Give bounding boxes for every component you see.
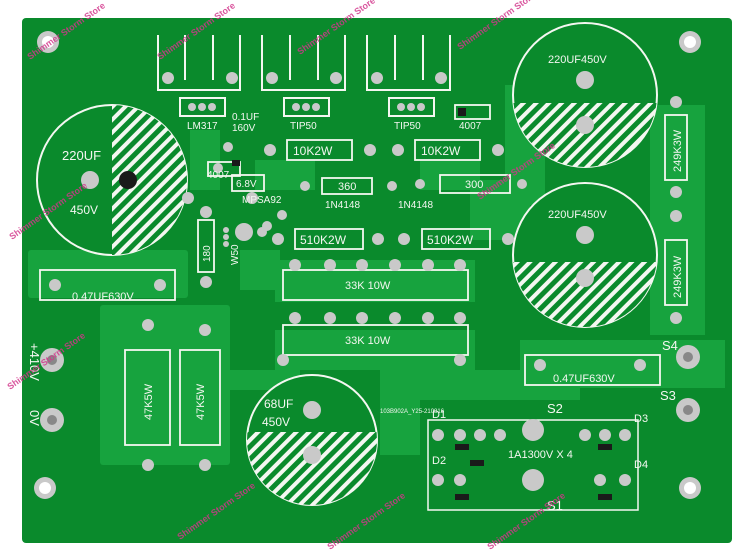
label-0v: 0V	[27, 410, 42, 426]
label-pcb-code: 103B902A_Y25-210816	[380, 409, 445, 415]
label-res-180: 180	[202, 245, 213, 262]
label-diode-left: 4007	[207, 170, 230, 181]
label-res-33k-2: 33K 10W	[345, 335, 391, 347]
label-cap-left-value: 220UF	[62, 148, 101, 163]
label-d3: D3	[634, 413, 648, 425]
label-cap-film-left: 0.47UF630V	[72, 291, 134, 303]
label-res-10k-1: 10K2W	[293, 144, 333, 158]
silkscreen-labels: LM317 TIP50 TIP50 4007 0.1UF 160V 10K2W …	[27, 54, 684, 513]
label-cap-top-right: 220UF450V	[548, 54, 607, 66]
label-d4: D4	[634, 459, 648, 471]
mounting-holes	[34, 31, 701, 499]
label-1n4148-a: 1N4148	[325, 200, 360, 211]
label-lm317: LM317	[187, 121, 218, 132]
label-cap-film-right: 0.47UF630V	[553, 373, 615, 385]
label-zener: 6.8V	[236, 179, 257, 190]
label-res-510k-2: 510K2W	[427, 233, 474, 247]
regulator-outlines	[157, 35, 451, 117]
label-res-47k-1: 47K5W	[143, 383, 155, 420]
label-s4: S4	[662, 338, 678, 353]
resistor-outlines	[39, 104, 688, 446]
label-s2: S2	[547, 401, 563, 416]
label-cap-small-value: 0.1UF	[232, 112, 259, 123]
label-res-300: 300	[465, 179, 483, 191]
component-pads	[49, 96, 682, 471]
label-s1: S1	[547, 498, 563, 513]
label-res-360: 360	[338, 181, 356, 193]
label-res-510k-1: 510K2W	[300, 233, 347, 247]
label-cap-mid-right: 220UF450V	[548, 209, 607, 221]
label-mpsa92: MPSA92	[242, 195, 282, 206]
label-d1: D1	[432, 409, 446, 421]
label-cap-68uf-voltage: 450V	[262, 415, 290, 429]
label-tip50-left: TIP50	[290, 121, 317, 132]
label-diode-top: 4007	[459, 121, 482, 132]
label-res-33k-1: 33K 10W	[345, 280, 391, 292]
capacitor-220uf-top-right	[512, 22, 658, 168]
label-res-10k-2: 10K2W	[421, 144, 461, 158]
label-bridge: 1A1300V X 4	[508, 449, 573, 461]
label-cap-left-voltage: 450V	[70, 203, 98, 217]
label-plus-410v: +410V	[27, 343, 42, 381]
label-res-249k-1: 249K3W	[672, 129, 684, 172]
terminal-pads	[40, 345, 700, 432]
label-s3: S3	[660, 388, 676, 403]
label-1n4148-b: 1N4148	[398, 200, 433, 211]
label-cap-small-voltage: 160V	[232, 123, 256, 134]
label-cap-68uf: 68UF	[264, 397, 293, 411]
label-res-47k-2: 47K5W	[195, 383, 207, 420]
label-tip50-right: TIP50	[394, 121, 421, 132]
label-d2: D2	[432, 455, 446, 467]
label-res-249k-2: 249K3W	[672, 255, 684, 298]
bridge-rectifier	[232, 108, 639, 511]
regulator-pads	[162, 72, 447, 111]
label-w50: W50	[230, 244, 241, 265]
